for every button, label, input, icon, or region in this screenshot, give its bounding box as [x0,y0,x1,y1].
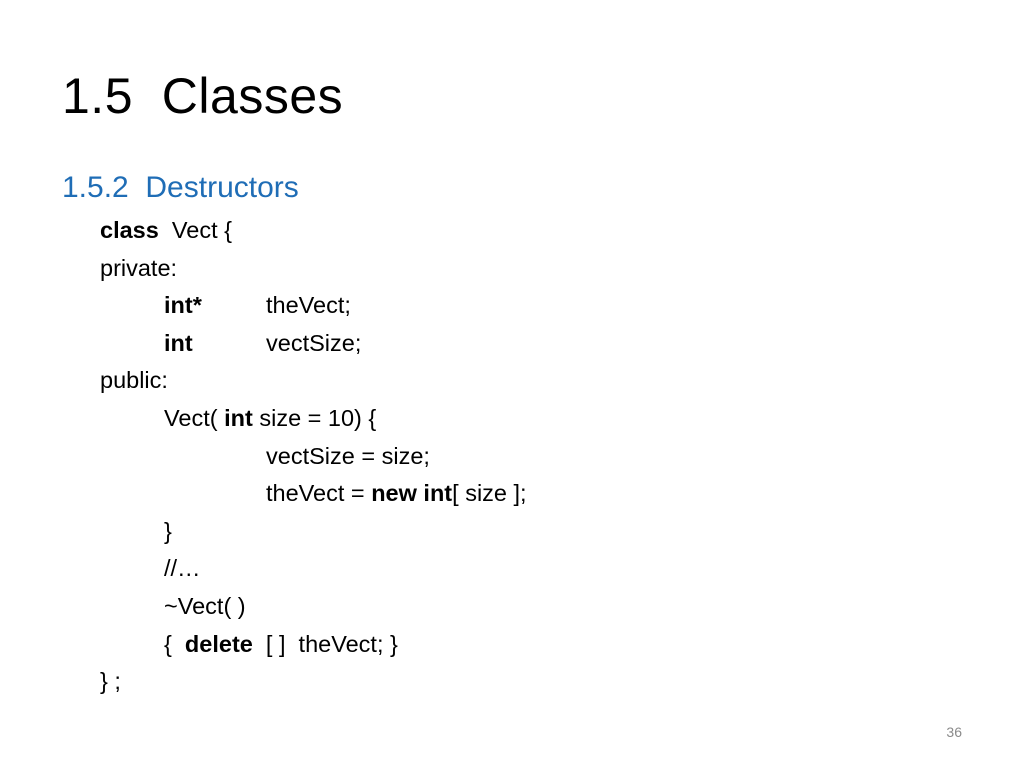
page-number: 36 [946,724,962,740]
code-keyword: new int [371,480,453,507]
code-token: { [164,630,185,657]
code-line-text: vectSize = size; [266,438,430,476]
code-line: } [0,513,1024,551]
code-token: [ size ]; [452,480,527,507]
code-line: private: [0,250,1024,288]
code-line-text: ~Vect( ) [164,588,246,626]
code-line: } ; [0,663,1024,701]
code-line: Vect( int size = 10) { [0,400,1024,438]
code-line-text: Vect( int size = 10) { [164,400,376,438]
code-line: int vectSize; [0,325,1024,363]
code-line: ~Vect( ) [0,588,1024,626]
slide-subtitle: 1.5.2 Destructors [62,171,299,204]
code-token: [ ] theVect; } [252,630,398,657]
code-line: //… [0,550,1024,588]
code-line-text: //… [164,550,201,588]
code-token: Vect { [158,217,232,243]
code-line: public: [0,362,1024,400]
code-line: { delete [ ] theVect; } [0,626,1024,664]
code-line-text: int [164,325,193,363]
code-line-text: int* [164,287,202,325]
code-keyword: class [100,217,159,243]
code-token: private: [100,254,178,281]
code-member-name: vectSize; [266,329,362,356]
code-token: vectSize = size; [266,442,430,469]
code-line: theVect = new int[ size ]; [0,475,1024,513]
code-token: public: [100,367,168,394]
code-block: class Vect { private: int* theVect; int vectS… [0,212,1024,701]
code-token: Vect( [164,404,225,431]
code-line: class Vect { [0,212,1024,250]
code-line-text: class Vect { [100,212,232,250]
code-line-text: theVect = new int[ size ]; [266,475,527,513]
code-token: size = 10) { [252,404,377,431]
code-token: } ; [100,668,121,695]
code-line-text: { delete [ ] theVect; } [164,626,398,664]
code-line: int* theVect; [0,287,1024,325]
code-member-name: theVect; [266,292,351,319]
code-keyword: delete [184,630,253,657]
code-line: vectSize = size; [0,438,1024,476]
code-line-text: private: [100,250,177,288]
code-token: //… [164,555,201,582]
code-token: theVect = [266,480,372,507]
code-token: } [164,517,172,544]
code-line-text: } [164,513,172,551]
code-line-text: } ; [100,663,121,701]
code-keyword: int [164,329,193,356]
code-keyword: int* [164,292,202,319]
code-token: ~Vect( ) [164,592,246,619]
slide-title: 1.5 Classes [62,68,344,124]
code-keyword: int [224,404,253,431]
code-line-text: public: [100,362,168,400]
